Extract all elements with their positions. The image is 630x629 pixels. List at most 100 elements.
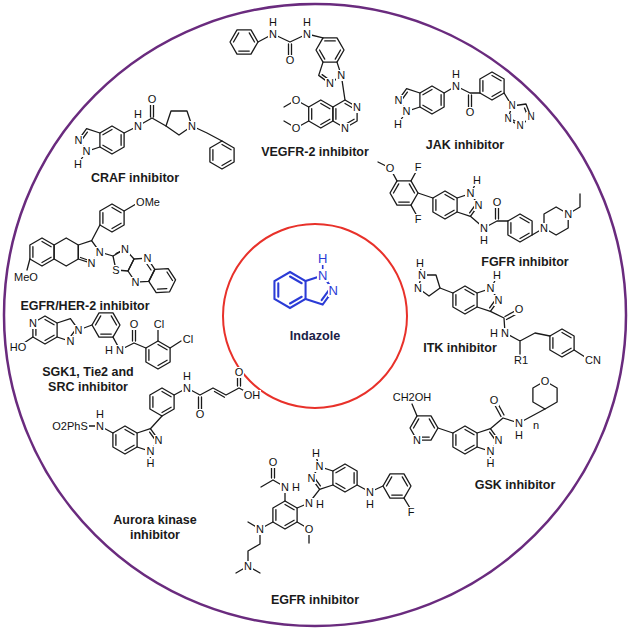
atom-label: N <box>526 112 535 122</box>
compound-caption: CRAF inhibitor <box>90 171 180 186</box>
atom-label: H <box>315 499 325 510</box>
atom-label: H <box>451 69 461 80</box>
atom-label: H <box>302 17 312 28</box>
vegfr-structure-part <box>258 34 345 128</box>
atom-label: N <box>340 123 350 134</box>
craf-structure-part <box>80 102 222 161</box>
vegfr-structure-part <box>309 100 333 128</box>
vegfr-structure-part <box>227 24 262 60</box>
atom-label: H <box>514 430 524 441</box>
atom-label: N <box>474 200 484 211</box>
itk-structure-part <box>550 329 574 357</box>
atom-label: N <box>328 284 339 297</box>
atom-label: OH <box>243 390 262 401</box>
atom-label: N <box>306 473 316 484</box>
atom-label: N <box>302 29 312 40</box>
jak-structure <box>398 72 531 126</box>
atom-label: N <box>539 223 549 234</box>
atom-label: N <box>479 223 489 234</box>
atom-label: N <box>95 421 105 432</box>
atom-label: O <box>195 409 206 420</box>
atom-label: H <box>393 119 403 130</box>
compound-caption: JAK inhibitor <box>425 138 505 153</box>
atom-label: Cl <box>182 334 194 345</box>
her2-structure-part <box>30 238 54 266</box>
bond-lines <box>24 24 585 573</box>
compound-caption: SGK1, Tie2 and SRC inhibitor <box>32 365 144 395</box>
atom-label: N <box>145 446 155 457</box>
atom-label: H <box>133 109 143 120</box>
atom-label: Cl <box>153 319 165 330</box>
fgfr-structure-part <box>378 162 580 235</box>
jak-structure-part <box>480 72 504 100</box>
aurora-structure-part <box>150 388 174 416</box>
atom-label: N <box>485 446 495 457</box>
atom-label: N <box>268 29 278 40</box>
her2-structure-part <box>27 204 136 270</box>
vegfr-structure <box>227 24 358 128</box>
atom-label: F <box>414 214 423 225</box>
atom-label: O <box>268 457 279 468</box>
atom-label: N <box>115 345 125 356</box>
atom-label: O <box>492 197 503 208</box>
compound-caption: ITK inhibitor <box>422 341 498 356</box>
node-title: Indazole <box>224 328 406 344</box>
her2-structure <box>27 204 176 293</box>
atom-label: N <box>315 461 325 472</box>
atom-label: H <box>365 499 375 510</box>
atom-label: N <box>494 435 504 446</box>
atom-label: H <box>104 345 114 356</box>
atom-label: O <box>291 95 302 106</box>
atom-label: H <box>311 448 321 459</box>
egfr-structure <box>236 457 414 573</box>
indazole-core <box>274 263 333 308</box>
compound-caption: FGFR inhibitor <box>480 255 569 270</box>
atom-label: N <box>304 498 314 509</box>
atom-label: N <box>243 561 253 572</box>
atom-label: N <box>130 277 140 288</box>
itk-structure-part <box>420 266 585 357</box>
atom-label: N <box>133 121 143 132</box>
atom-label: H <box>182 371 192 382</box>
atom-label: N <box>500 328 510 339</box>
atom-label: O <box>540 376 551 387</box>
atom-label: H <box>479 235 489 246</box>
atom-label: N <box>87 258 97 269</box>
atom-label: O <box>489 395 500 406</box>
atom-label: R1 <box>513 355 529 366</box>
atom-label: N <box>154 435 164 446</box>
atom-label: N <box>402 106 412 117</box>
craf-structure-part <box>210 141 234 169</box>
atom-label: N <box>465 188 475 199</box>
atom-label: OMe <box>135 197 161 208</box>
atom-label: N <box>142 253 152 264</box>
atom-label: N <box>120 244 130 255</box>
atom-label: N <box>393 95 403 106</box>
atom-label: N <box>417 270 427 281</box>
atom-label: N <box>563 209 573 220</box>
atom-label: H <box>489 328 499 339</box>
core-circle-node: Indazole <box>222 223 408 409</box>
atom-label: N <box>73 135 83 146</box>
atom-label: N <box>413 283 423 294</box>
atom-label: O <box>129 319 140 330</box>
atom-label: O <box>465 107 476 118</box>
atom-label: S <box>111 265 120 276</box>
atom-label: N <box>65 336 75 347</box>
atom-label: N <box>365 487 375 498</box>
craf-structure <box>78 102 234 169</box>
atom-label: H <box>415 258 425 269</box>
atom-label: HO <box>9 342 28 353</box>
atom-label: H <box>492 270 502 281</box>
atom-label: N <box>412 435 422 446</box>
atom-label: H <box>73 159 83 170</box>
atom-label: N <box>514 418 524 429</box>
atom-label: N <box>336 70 346 81</box>
atom-label: H <box>317 252 328 265</box>
atom-label: N <box>255 524 265 535</box>
gsk-structure-part <box>407 410 442 446</box>
atom-label: H <box>145 458 155 469</box>
atom-label: N <box>187 121 197 132</box>
